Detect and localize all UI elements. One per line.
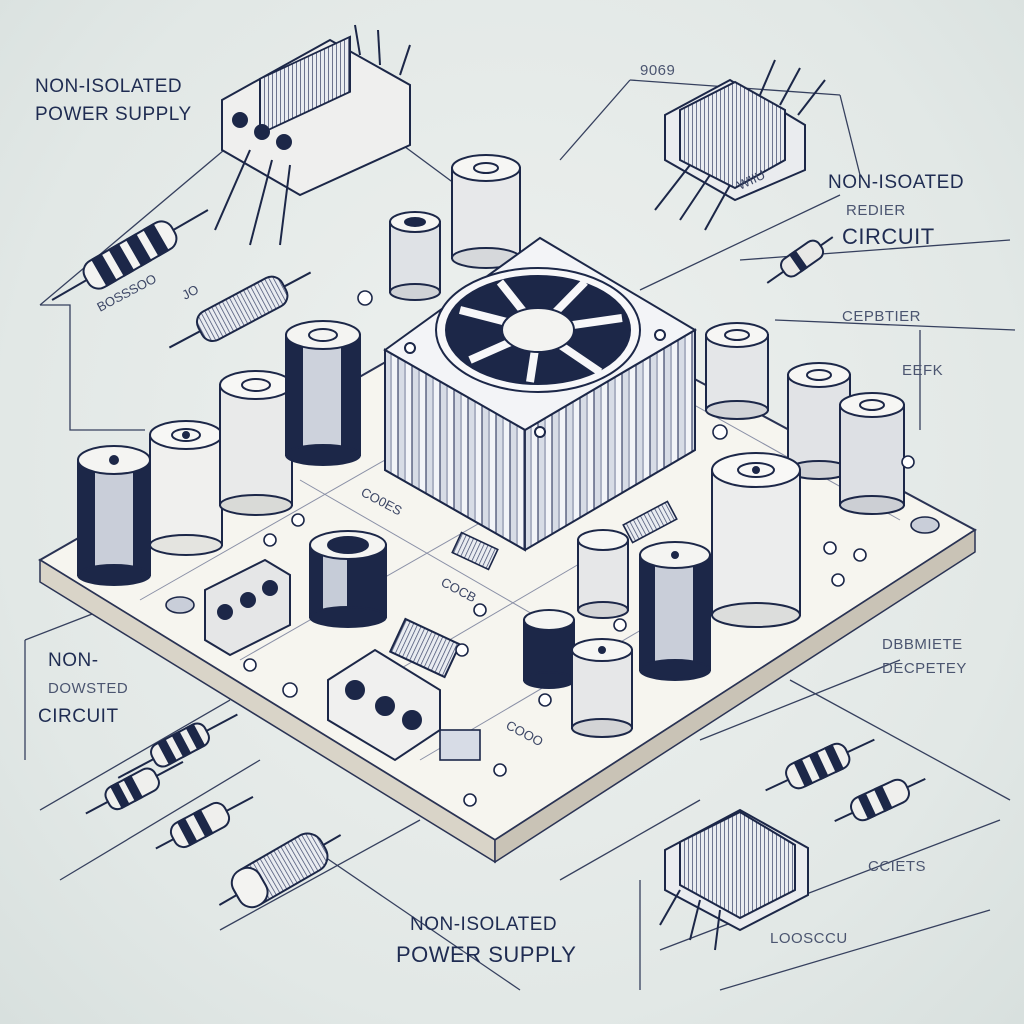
label-bottom-right-small2: LOOSCCU [770, 930, 848, 947]
label-bottom-right-small1: CCIETS [868, 858, 927, 875]
label-top-right-line2: REDIER [846, 202, 906, 219]
fan-icon [435, 267, 641, 393]
capacitor [309, 530, 387, 628]
resistor [218, 832, 342, 909]
label-left-mid-line2: DOWSTED [48, 680, 129, 697]
inductor-small [388, 617, 462, 679]
label-right-mid1: CEPBTIER [842, 308, 922, 325]
capacitor [711, 452, 801, 628]
pcb-board [38, 283, 977, 864]
resistor [155, 795, 254, 850]
leader-lines [24, 79, 1016, 991]
resistor [85, 760, 184, 815]
capacitors-left [77, 154, 521, 628]
label-left-mid-line1: NON- [48, 650, 99, 671]
label-bottom-line1: NON-ISOLATED [410, 914, 558, 935]
capacitor [77, 445, 151, 586]
label-top-left-line1: NON-ISOLATED [35, 76, 183, 97]
label-left-mid-line3: CIRCUIT [38, 706, 119, 727]
resistor [168, 271, 312, 349]
terminal-block [327, 648, 441, 762]
capacitor [571, 638, 633, 738]
svg-text:JO: JO [179, 282, 201, 303]
terminal-block [214, 24, 411, 246]
inductor-bottom-right [659, 808, 809, 951]
resistors [51, 209, 926, 909]
capacitor [577, 529, 629, 619]
capacitor [639, 541, 711, 681]
small-components [165, 290, 940, 807]
inductors [388, 59, 826, 951]
terminal-block [204, 558, 291, 657]
capacitor [839, 392, 905, 515]
resistor [51, 209, 209, 301]
label-top-right-line1: NON-ISOATED [828, 172, 965, 193]
capacitor [523, 609, 575, 689]
label-top-left-line2: POWER SUPPLY [35, 104, 192, 125]
label-top-mid: 9069 [640, 62, 676, 79]
capacitors-right [523, 322, 905, 738]
label-right-low-line1: DBBMIETE [882, 636, 963, 653]
resistor [834, 777, 926, 823]
label-right-low-line2: DECPETEY [882, 660, 967, 677]
label-top-right-line3: CIRCUIT [842, 224, 935, 249]
capacitor [149, 420, 223, 556]
label-right-mid2: EEFK [902, 362, 944, 379]
resistor [766, 236, 834, 284]
terminal-blocks [204, 24, 441, 762]
inductor-top-right [654, 59, 826, 231]
resistor [117, 713, 238, 779]
heatsink-fan [383, 236, 697, 552]
capacitor [451, 154, 521, 269]
capacitor [285, 320, 361, 466]
capacitor [389, 211, 441, 301]
resistor [765, 738, 875, 792]
capacitor [705, 322, 769, 420]
label-bottom-line2: POWER SUPPLY [396, 942, 577, 967]
capacitor [219, 370, 293, 516]
